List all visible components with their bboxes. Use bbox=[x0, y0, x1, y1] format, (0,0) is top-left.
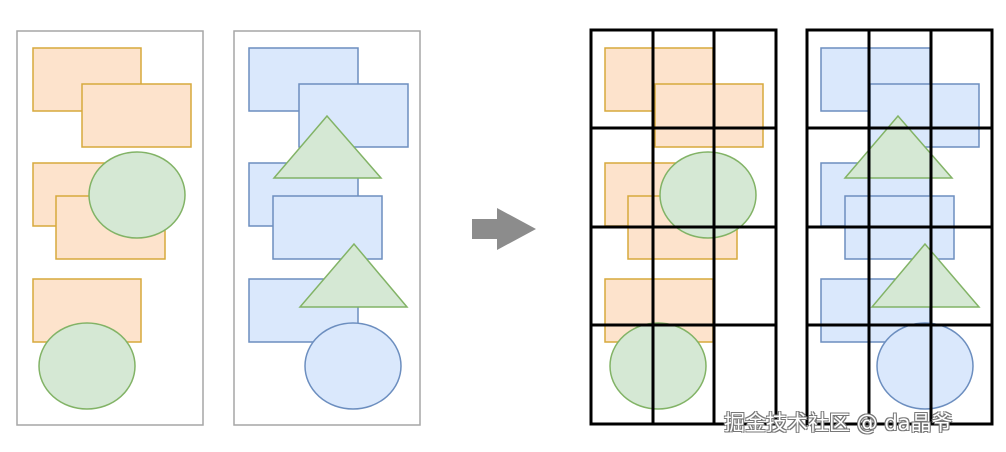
right-arrow-icon bbox=[472, 208, 536, 250]
blue-ellipse bbox=[304, 322, 402, 410]
grid-lines bbox=[589, 28, 778, 426]
green-triangle bbox=[870, 242, 981, 308]
source-panel-blue bbox=[233, 30, 421, 426]
blue-ellipse bbox=[876, 322, 974, 410]
green-triangle bbox=[272, 114, 383, 179]
orange-rectangle bbox=[81, 83, 192, 148]
grid-lines bbox=[805, 28, 994, 426]
green-triangle bbox=[298, 242, 409, 308]
green-ellipse bbox=[88, 151, 186, 239]
orange-rectangle bbox=[654, 83, 764, 148]
blue-rectangle bbox=[272, 195, 383, 260]
watermark-text: 掘金技术社区 @ da晶爷 bbox=[724, 411, 953, 435]
orange-rectangle bbox=[604, 278, 714, 343]
green-ellipse bbox=[609, 322, 707, 410]
grid-panel-orange bbox=[589, 28, 778, 426]
green-ellipse bbox=[38, 322, 136, 410]
grid-panel-blue bbox=[805, 28, 994, 426]
source-panel-orange bbox=[16, 30, 204, 426]
green-triangle bbox=[843, 114, 954, 179]
green-ellipse bbox=[659, 151, 757, 239]
